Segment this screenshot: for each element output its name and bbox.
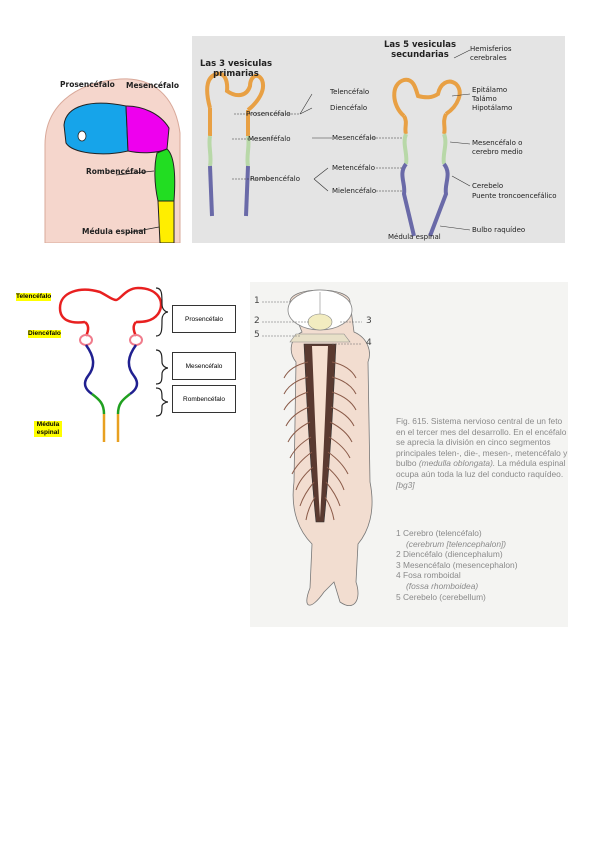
caption-ref: [bg3] xyxy=(396,479,415,490)
label-medula-espinal: Médula espinal xyxy=(82,227,146,236)
label-sec-telencefalo: Telencéfalo xyxy=(330,88,370,96)
vesicles-figure xyxy=(192,36,565,243)
title-vesiculas-secundarias: Las 5 vesiculas secundarias xyxy=(383,40,457,60)
label-diencefalo-highlight: Diencéfalo xyxy=(28,330,61,338)
legend-item: 1 Cerebro (telencéfalo) xyxy=(396,528,482,538)
fetus-number-2: 2 xyxy=(254,316,260,326)
schematic-figure xyxy=(20,280,170,450)
box-prosencefalo: Prosencéfalo xyxy=(172,305,236,333)
fetus-number-4: 4 xyxy=(366,338,372,348)
fetus-number-1: 1 xyxy=(254,296,260,306)
legend-item: 3 Mesencéfalo (mesencephalon) xyxy=(396,559,518,570)
figure-legend: 1 Cerebro (telencéfalo) (cerebrum [telen… xyxy=(396,528,568,602)
label-medula-espinal-2: Médula espinal xyxy=(388,233,441,241)
title-vesiculas-primarias: Las 3 vesiculas primarias xyxy=(199,59,273,79)
label-medula-highlight: Médula espinal xyxy=(34,421,62,437)
legend-item: 5 Cerebelo (cerebellum) xyxy=(396,591,486,602)
legend-item-latin: (fossa rhomboidea) xyxy=(406,580,479,591)
figure-caption: Fig. 615. Sistema nervioso central de un… xyxy=(396,416,568,490)
label-mesencefalo: Mesencéfalo xyxy=(126,81,180,90)
label-hemisferios: Hemisferios cerebrales xyxy=(470,45,512,62)
label-sec-mielencefalo: Mielencéfalo xyxy=(332,187,377,195)
caption-tail: La médula espinal ocupa aún toda la luz … xyxy=(396,458,566,479)
label-sec-metencefalo: Metencéfalo xyxy=(332,164,375,172)
fetus-number-5: 5 xyxy=(254,330,260,340)
fetus-number-3: 3 xyxy=(366,316,372,326)
caption-lead: Fig. 615. Sistema nervioso central de un… xyxy=(396,416,568,469)
embryo-figure xyxy=(42,73,188,244)
label-prim-rombencefalo: Rombencéfalo xyxy=(250,175,300,183)
label-mesencefalo-cerebro-medio: Mesencéfalo o cerebro medio xyxy=(472,139,523,156)
fetus-figure: 1 2 5 3 4 xyxy=(250,282,568,627)
vesicles-drawing xyxy=(205,49,471,237)
box-mesencefalo: Mesencéfalo xyxy=(172,352,236,380)
label-prosencefalo: Prosencéfalo xyxy=(60,80,115,89)
label-sec-diencefalo: Diencéfalo xyxy=(330,104,368,112)
rombencefalo-region xyxy=(154,148,176,202)
label-telencefalo-highlight: Telencéfalo xyxy=(16,293,52,301)
prosencefalo-region xyxy=(63,102,129,155)
label-puente: Puente troncoencefálico xyxy=(472,192,557,200)
legend-item-latin: (cerebrum [telencephalon]) xyxy=(406,538,507,549)
schematic-drawing xyxy=(58,286,169,442)
label-prim-mesencefalo: Mesenféfalo xyxy=(248,135,291,143)
box-rombencefalo: Rombencéfalo xyxy=(172,385,236,413)
label-bulbo: Bulbo raquídeo xyxy=(472,226,526,234)
fetus-drawing xyxy=(262,289,373,607)
caption-latin: (medulla oblongata). xyxy=(418,458,496,469)
label-sec-mesencefalo: Mesencéfalo xyxy=(332,134,376,142)
label-talamo: Talámo xyxy=(472,95,497,103)
medula-region xyxy=(157,200,175,244)
label-hipotalamo: Hipotálamo xyxy=(472,104,513,112)
embryo-drawing xyxy=(44,78,181,244)
label-prim-prosencefalo: Prosencéfalo xyxy=(246,110,291,118)
legend-item: 4 Fosa romboidal xyxy=(396,570,461,581)
label-rombencefalo: Rombencéfalo xyxy=(86,167,147,176)
legend-item: 2 Diencéfalo (diencephalum) xyxy=(396,549,503,560)
label-cerebelo: Cerebelo xyxy=(472,182,504,190)
label-epitalamo: Epitálamo xyxy=(472,86,508,94)
